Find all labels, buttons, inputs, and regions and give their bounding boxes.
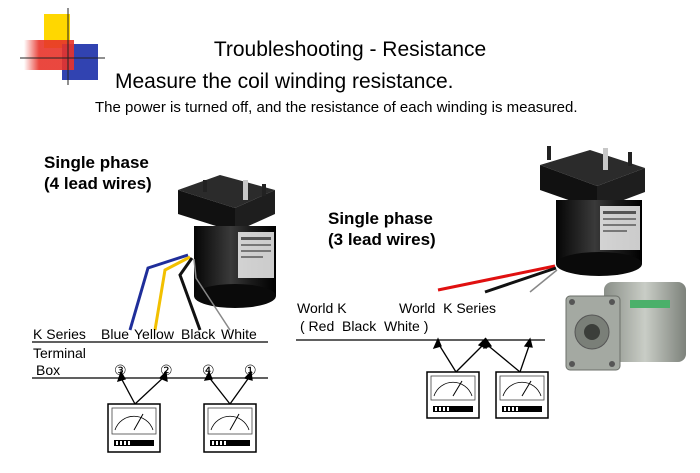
left-series-label: K Series <box>33 326 86 342</box>
ohmmeter-icon <box>107 403 161 453</box>
wire-label-yellow: Yellow <box>134 326 174 342</box>
ohmmeter-icon <box>203 403 257 453</box>
gear-motor-icon <box>540 146 645 276</box>
gear-motor-icon <box>178 175 276 308</box>
terminal-2: ② <box>160 362 173 378</box>
left-heading-line2: (4 lead wires) <box>44 174 152 193</box>
white-wire-right <box>529 269 558 293</box>
yellow-wire <box>153 255 191 331</box>
slide-title: Troubleshooting - Resistance <box>213 38 487 61</box>
right-heading-line1: Single phase <box>328 209 433 228</box>
terminal-3: ③ <box>114 362 127 378</box>
right-heading-line2: (3 lead wires) <box>328 230 436 249</box>
left-lead-wires <box>128 253 231 331</box>
right-lead-wires <box>437 264 558 294</box>
world-k-label: World K <box>297 300 347 316</box>
slide-logo-squares <box>20 8 105 85</box>
white-wire <box>193 258 231 331</box>
terminal-label: Terminal <box>33 345 86 361</box>
wire-label-white: White <box>221 326 257 342</box>
right-heading: Single phase (3 lead wires) <box>328 208 436 250</box>
left-heading-line1: Single phase <box>44 153 149 172</box>
terminal-1: ① <box>244 362 257 378</box>
left-heading: Single phase (4 lead wires) <box>44 152 152 194</box>
logo-red-square <box>24 40 74 70</box>
black-wire-right <box>484 266 557 294</box>
ohmmeter-icon <box>426 371 480 419</box>
world-k-series-label: World K Series <box>399 300 496 316</box>
wire-colors-label: ( Red Black White ) <box>300 318 429 334</box>
slide-note: The power is turned off, and the resista… <box>95 99 578 116</box>
black-wire <box>178 257 202 331</box>
gray-gear-motor-icon <box>565 282 686 371</box>
slide-subtitle: Measure the coil winding resistance. <box>115 70 454 93</box>
wire-label-blue: Blue <box>101 326 130 342</box>
box-label: Box <box>36 362 61 378</box>
ohmmeter-icon <box>495 371 549 419</box>
left-measure-arrows <box>116 370 253 405</box>
right-measure-arrows <box>432 337 533 373</box>
blue-wire <box>128 253 189 331</box>
wire-label-black: Black <box>181 326 216 342</box>
red-wire <box>437 264 556 292</box>
terminal-4: ④ <box>202 362 215 378</box>
